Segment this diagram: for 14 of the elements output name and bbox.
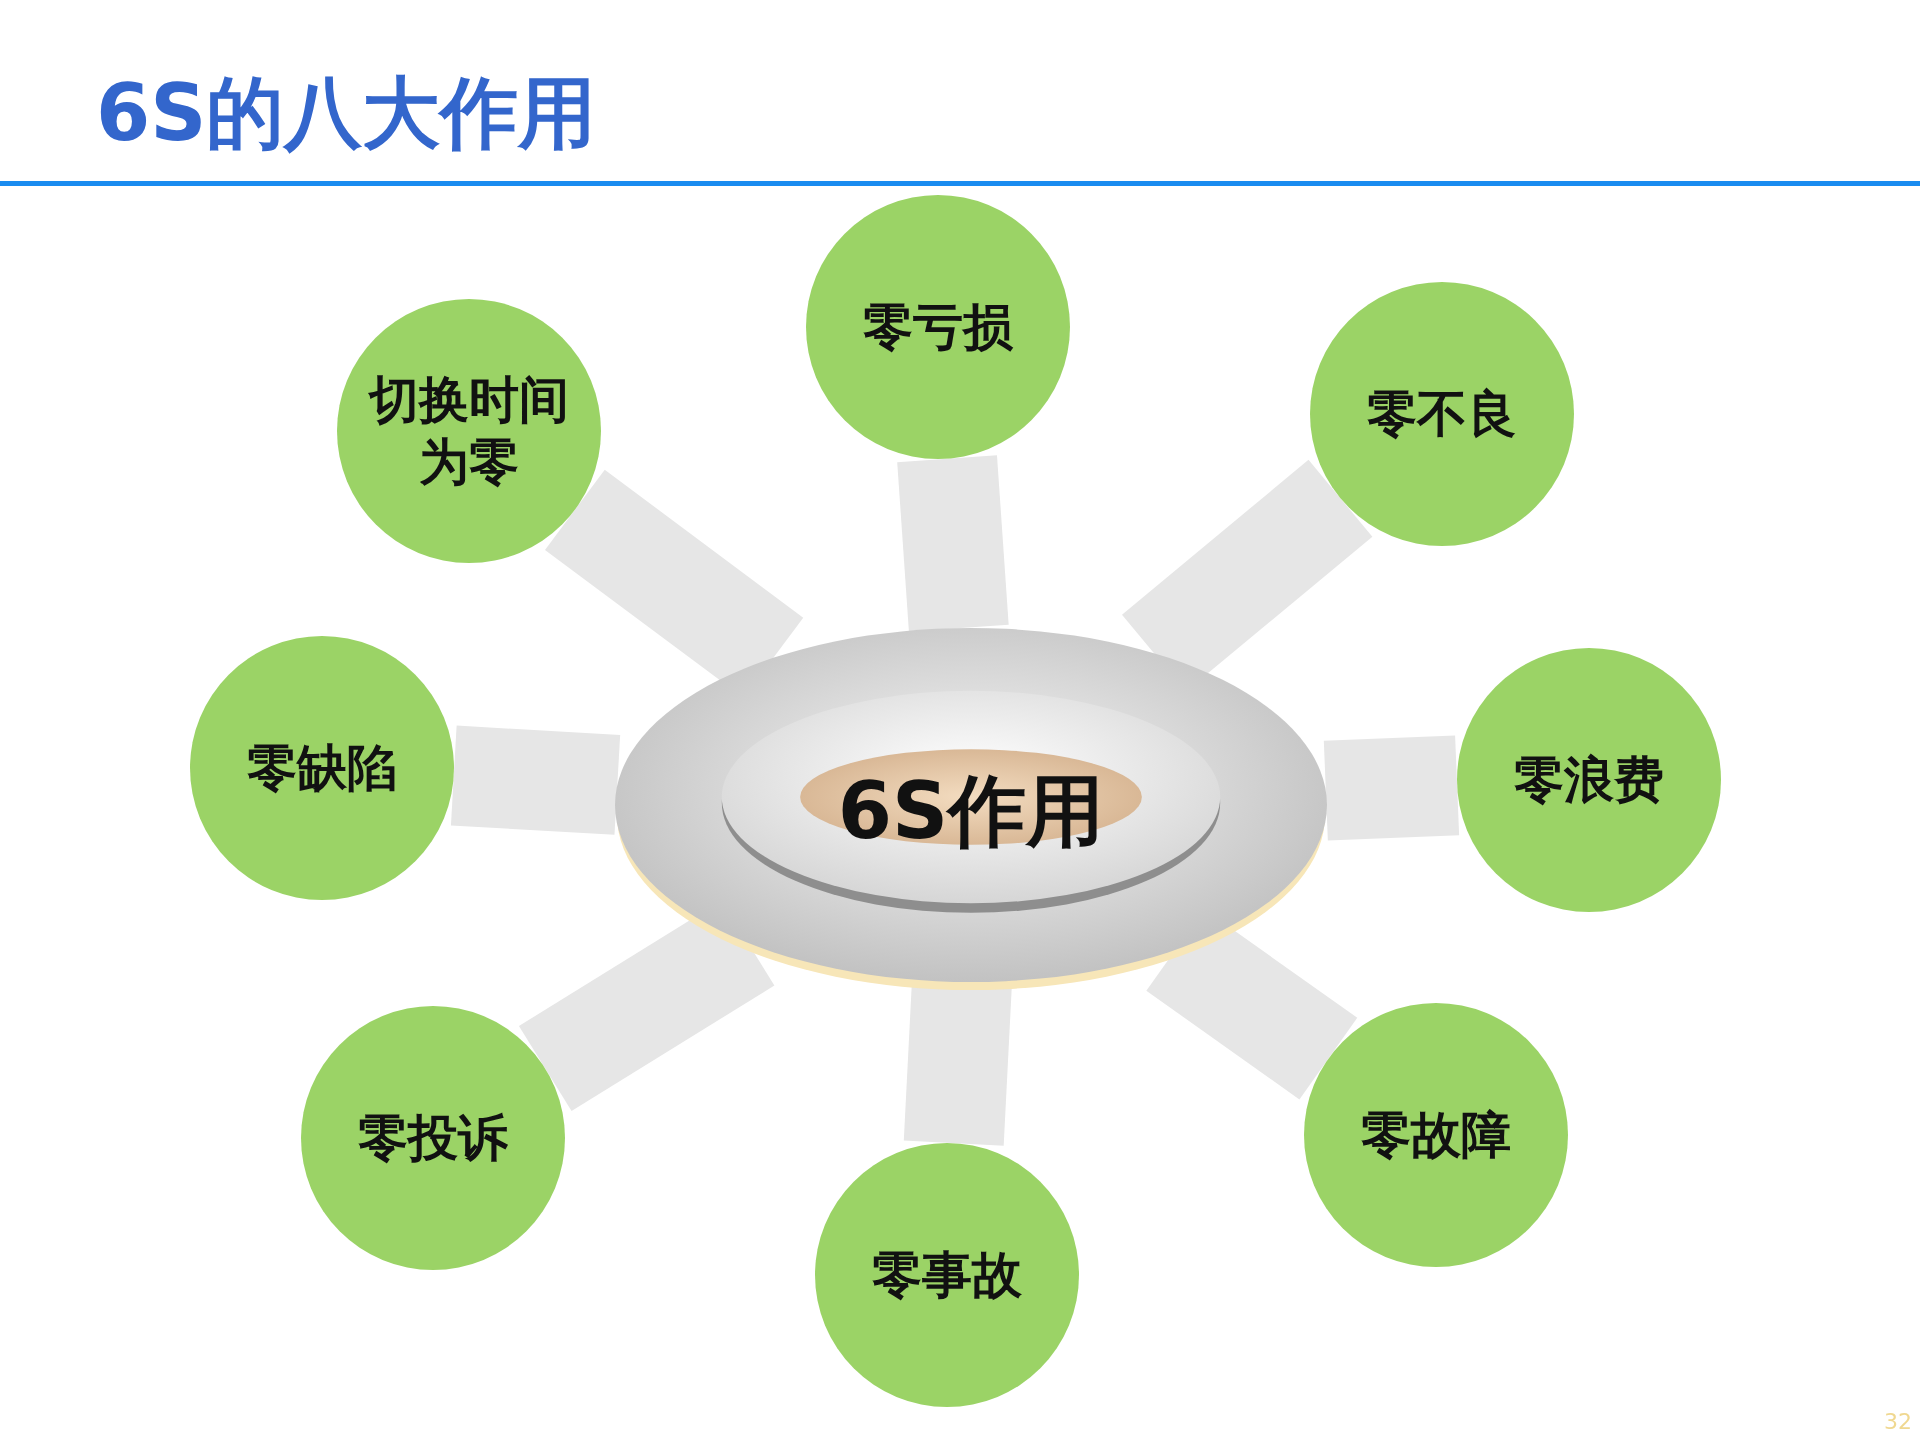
goal-label: 零不良 bbox=[1367, 383, 1517, 445]
light-beam-connector bbox=[1323, 735, 1460, 841]
goal-label: 零浪费 bbox=[1514, 749, 1664, 811]
slide-title: 6S的八大作用 bbox=[96, 67, 597, 160]
goal-label: 零投诉 bbox=[358, 1107, 508, 1169]
light-beam-connector bbox=[450, 725, 621, 835]
goal-label: 零故障 bbox=[1361, 1104, 1511, 1166]
goal-label: 零缺陷 bbox=[247, 737, 397, 799]
page-number: 32 bbox=[1884, 1409, 1912, 1434]
goal-label: 零亏损 bbox=[863, 296, 1013, 358]
goal-label: 零事故 bbox=[872, 1244, 1022, 1306]
light-beam-connector bbox=[897, 455, 1009, 632]
goal-label: 切换时间为零 bbox=[367, 369, 570, 493]
hub-label: 6S作用 bbox=[837, 765, 1105, 859]
